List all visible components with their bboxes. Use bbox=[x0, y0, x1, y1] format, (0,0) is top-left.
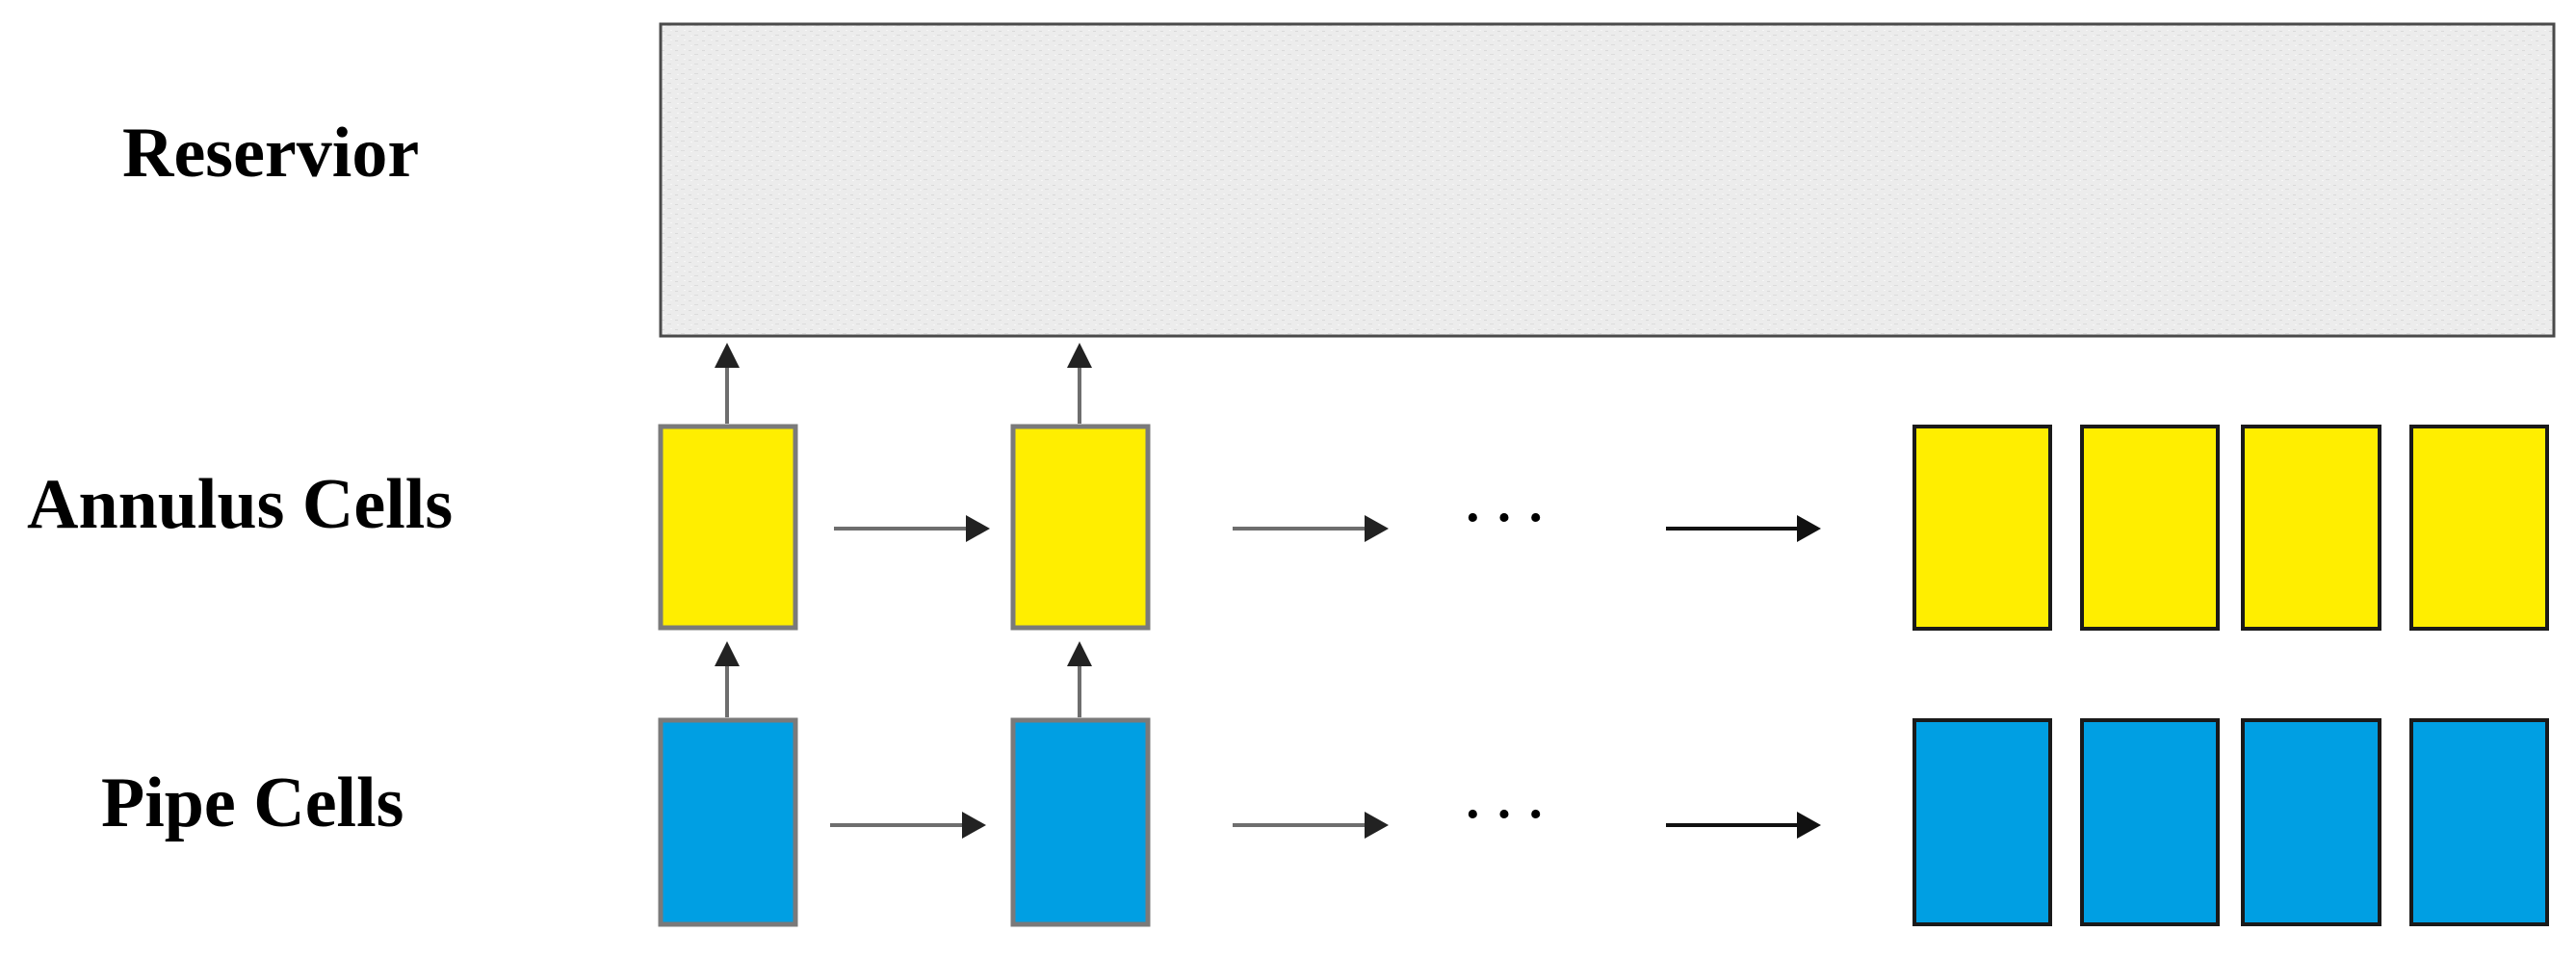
pipe-cell bbox=[658, 717, 798, 927]
reservoir-block bbox=[659, 22, 2556, 338]
annulus-flow-arrow bbox=[1233, 515, 1389, 542]
annulus-cells-label: Annulus Cells bbox=[27, 465, 453, 544]
annulus-ellipsis: · · · bbox=[1464, 488, 1545, 548]
pipe-flow-arrow bbox=[830, 812, 986, 839]
annulus-cell bbox=[1010, 424, 1151, 631]
pipe-to-annulus-arrow bbox=[715, 641, 740, 717]
annulus-flow-arrow bbox=[834, 515, 990, 542]
annulus-cell bbox=[2241, 425, 2381, 631]
reservoir-label: Reservior bbox=[122, 114, 419, 193]
pipe-flow-arrow bbox=[1233, 812, 1389, 839]
annulus-flow-arrow bbox=[1666, 515, 1821, 542]
pipe-to-annulus-arrow bbox=[1067, 641, 1092, 717]
pipe-ellipsis: · · · bbox=[1464, 785, 1545, 844]
pipe-cells-label: Pipe Cells bbox=[101, 764, 403, 842]
pipe-cell bbox=[2409, 718, 2549, 926]
annulus-cell bbox=[2080, 425, 2220, 631]
pipe-cell bbox=[1010, 717, 1151, 927]
pipe-cell bbox=[2080, 718, 2220, 926]
annulus-to-reservoir-arrow bbox=[1067, 343, 1092, 424]
annulus-cell bbox=[1912, 425, 2052, 631]
pipe-cell bbox=[2241, 718, 2381, 926]
annulus-cell bbox=[2409, 425, 2549, 631]
annulus-cell bbox=[658, 424, 798, 631]
annulus-to-reservoir-arrow bbox=[715, 343, 740, 424]
pipe-flow-arrow bbox=[1666, 812, 1821, 839]
pipe-cell bbox=[1912, 718, 2052, 926]
